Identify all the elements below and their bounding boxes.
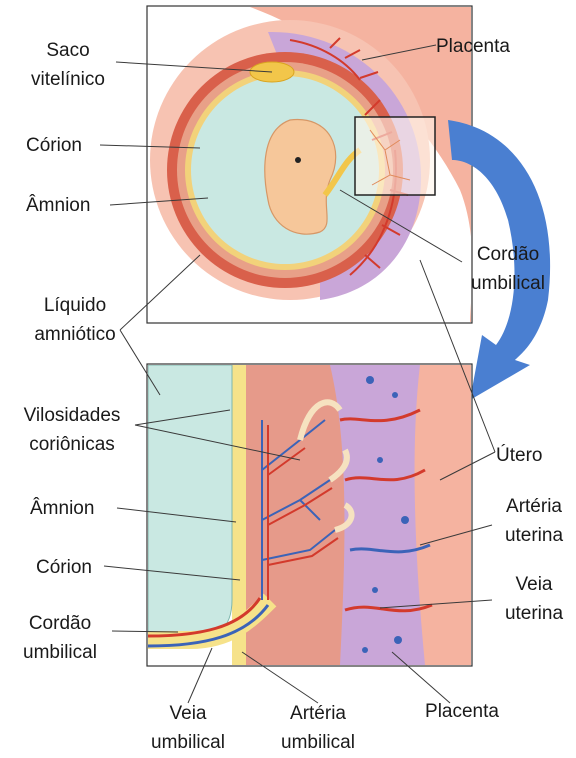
amniotic-fluid-bottom — [148, 365, 232, 640]
label-utero: Útero — [496, 444, 542, 466]
label-liquido-2: amniótico — [34, 324, 115, 345]
label-veia-uterina-1: Veia — [516, 574, 553, 595]
label-amnion-top: Âmnion — [26, 194, 90, 216]
label-arteria-uterina-1: Artéria — [506, 496, 562, 517]
label-veia-umbilical-1: Veia — [170, 703, 207, 724]
label-placenta-bottom: Placenta — [425, 701, 499, 722]
label-veia-uterina-2: uterina — [505, 603, 564, 624]
label-saco-2: vitelínico — [31, 69, 105, 90]
label-vilosidades-2: coriônicas — [29, 434, 115, 455]
bottom-panel — [147, 364, 472, 666]
label-amnion-bottom: Âmnion — [30, 497, 94, 519]
label-arteria-umbilical-2: umbilical — [281, 732, 355, 753]
top-panel — [147, 6, 473, 323]
label-placenta-top: Placenta — [436, 36, 510, 57]
label-corion-bottom: Córion — [36, 557, 92, 578]
label-arteria-uterina-2: uterina — [505, 525, 564, 546]
label-vilosidades-1: Vilosidades — [24, 405, 121, 426]
label-arteria-umbilical-1: Artéria — [290, 703, 346, 724]
embryo-eye — [295, 157, 301, 163]
label-veia-umbilical-2: umbilical — [151, 732, 225, 753]
label-liquido-1: Líquido — [44, 295, 106, 316]
label-cordao-bottom-2: umbilical — [23, 642, 97, 663]
label-cordao-top-2: umbilical — [471, 273, 545, 294]
embryo — [265, 120, 336, 235]
label-cordao-bottom-1: Cordão — [29, 613, 91, 634]
label-corion-top: Córion — [26, 135, 82, 156]
zoom-inset-box — [355, 117, 435, 195]
label-saco-1: Saco — [46, 40, 89, 61]
label-cordao-top-1: Cordão — [477, 244, 539, 265]
